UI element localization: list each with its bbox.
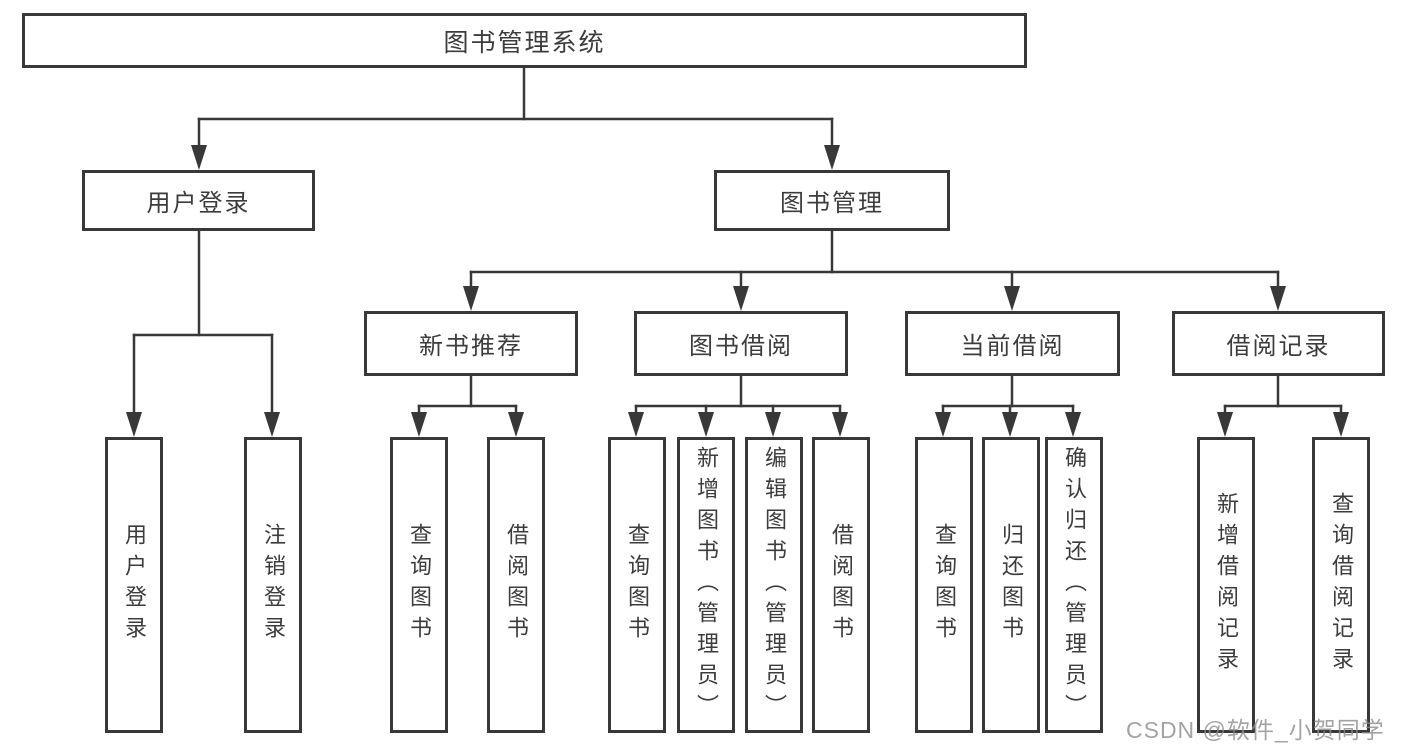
node-new-book-recommend: 新书推荐: [364, 311, 578, 376]
node-user-login: 用户登录: [82, 170, 315, 231]
node-library-system: 图书管理系统: [22, 13, 1027, 68]
leaf-add-borrow-record: 新增借阅记录: [1197, 437, 1255, 733]
leaf-query-books-recommend: 查询图书: [390, 437, 448, 733]
leaf-user-login: 用户登录: [105, 437, 163, 733]
leaf-query-borrow-record: 查询借阅记录: [1312, 437, 1370, 733]
node-borrowing-records: 借阅记录: [1172, 311, 1385, 376]
csdn-watermark: CSDN @软件_小贺同学: [1126, 717, 1385, 743]
node-book-management: 图书管理: [714, 170, 950, 231]
leaf-add-books-admin: 新增图书（管理员）: [677, 437, 735, 733]
leaf-return-books: 归还图书: [982, 437, 1040, 733]
leaf-confirm-return-admin: 确认归还（管理员）: [1045, 437, 1103, 733]
leaf-borrow-books-recommend: 借阅图书: [487, 437, 545, 733]
leaf-edit-books-admin: 编辑图书（管理员）: [745, 437, 803, 733]
leaf-logout: 注销登录: [244, 437, 302, 733]
leaf-borrow-books-borrowing: 借阅图书: [812, 437, 870, 733]
node-current-borrowing: 当前借阅: [905, 311, 1120, 376]
leaf-query-books-current: 查询图书: [915, 437, 973, 733]
node-book-borrowing: 图书借阅: [634, 311, 848, 376]
leaf-query-books-borrowing: 查询图书: [608, 437, 666, 733]
